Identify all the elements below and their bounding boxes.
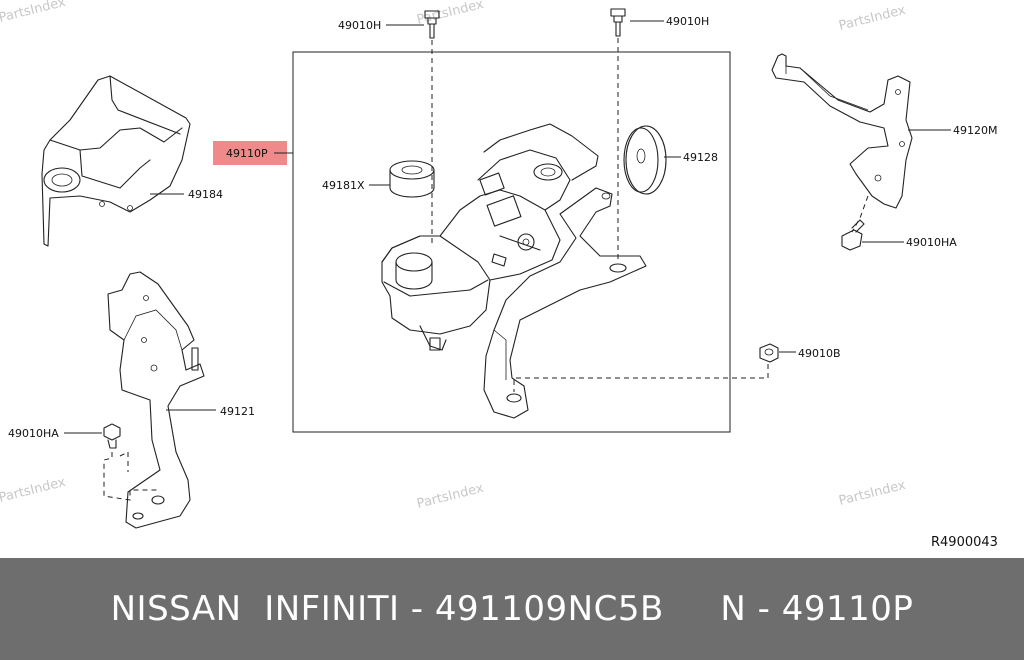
bracket-49121 [107,271,205,529]
bolt-49010HA-left [103,423,160,501]
bolt-49010HA-right [841,219,865,251]
washer-49128 [623,125,667,195]
parts-diagram: PartsIndex PartsIndex PartsIndex PartsIn… [0,0,998,550]
label-49110P: 49110P [226,147,268,160]
watermark-top-right: PartsIndex [837,3,907,34]
n-prefix: N [720,589,747,629]
label-49010HA-right: 49010HA [906,236,957,249]
watermark-top-center: PartsIndex [415,0,485,28]
part-number: 491109NC5B [434,589,664,629]
cover-49184 [41,75,191,247]
watermark-bottom-right: PartsIndex [837,478,907,509]
bolt-49010H-right [610,8,626,262]
assembly-frame [292,51,731,433]
watermark-bottom-center: PartsIndex [415,481,485,512]
separator-1: - [399,589,435,629]
bracket-49120M [771,53,913,233]
label-49120M: 49120M [953,124,997,137]
part-info-banner: NISSAN INFINITI - 491109NC5B N - 49110P [0,558,1024,660]
label-49010B: 49010B [798,347,841,360]
label-49181X: 49181X [322,179,365,192]
label-49184: 49184 [188,188,223,201]
diagram-ref-code: R4900043 [931,535,998,550]
label-49010H-left: 49010H [338,19,381,32]
label-49010H-right: 49010H [666,15,709,28]
power-steering-unit-49110P [381,123,647,419]
watermarks: PartsIndex PartsIndex PartsIndex PartsIn… [0,0,907,512]
label-49010HA-left: 49010HA [8,427,59,440]
bolt-49010H-left [424,10,440,245]
watermark-bottom-left: PartsIndex [0,475,67,506]
separator-2: - [746,589,782,629]
grommet-49181X [389,160,435,198]
label-49121: 49121 [220,405,255,418]
watermark-top-left: PartsIndex [0,0,67,26]
nut-49010B [513,343,779,392]
diagram-canvas: PartsIndex PartsIndex PartsIndex PartsIn… [0,0,998,550]
gap [664,589,721,629]
diagram-code: 49110P [781,589,914,629]
brand-text: NISSAN INFINITI [110,589,400,629]
label-49128: 49128 [683,151,718,164]
